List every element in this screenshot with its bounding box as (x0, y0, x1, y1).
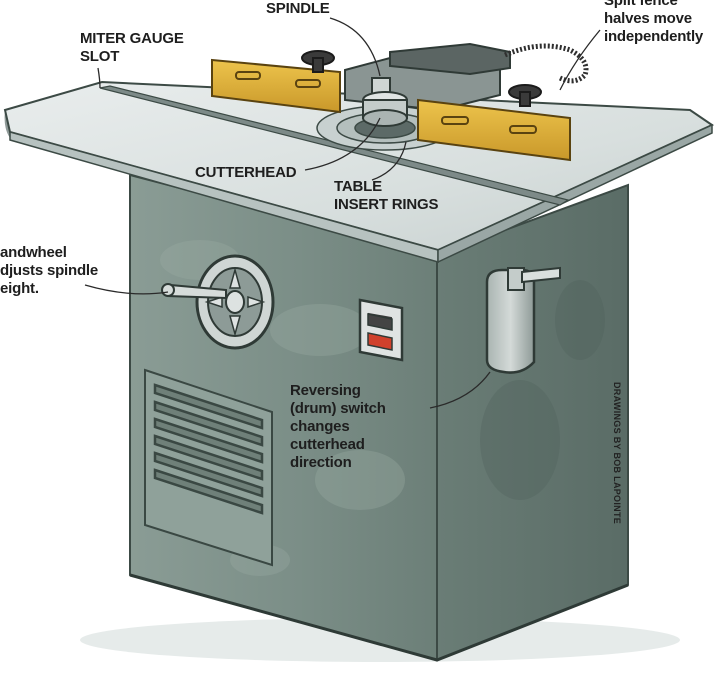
label-spindle-text: SPINDLE (266, 0, 330, 17)
reversing-switch (358, 298, 404, 362)
label-table-insert-rings-line1: TABLE (334, 178, 382, 195)
label-table-insert-rings-line2: INSERT RINGS (334, 196, 439, 213)
label-miter-gauge-slot-line2: SLOT (80, 48, 120, 65)
label-split-fence-line1: Split fence (604, 0, 678, 9)
cutterhead (362, 77, 408, 127)
label-split-fence-line2: halves move (604, 10, 692, 27)
label-handwheel-line1: andwheel (0, 244, 67, 261)
louver-door (144, 368, 273, 567)
label-reversing-switch: Reversing (drum) switch changes cutterhe… (290, 382, 386, 472)
illustration-credit: DRAWINGS BY BOB LAPOINTE (612, 382, 622, 525)
label-reversing-switch-line2: (drum) switch (290, 400, 386, 417)
label-reversing-switch-line1: Reversing (290, 382, 361, 399)
label-cutterhead-text: CUTTERHEAD (195, 164, 297, 181)
label-handwheel: andwheel djusts spindle eight. (0, 244, 98, 298)
motor-housing (485, 266, 561, 374)
label-miter-gauge-slot: MITER GAUGE SLOT (80, 30, 184, 66)
label-reversing-switch-line3: changes (290, 418, 350, 435)
label-handwheel-line2: djusts spindle (0, 262, 99, 279)
handwheel (161, 254, 275, 350)
label-miter-gauge-slot-line1: MITER GAUGE (80, 30, 184, 47)
label-cutterhead: CUTTERHEAD (195, 164, 297, 182)
label-reversing-switch-line5: direction (290, 454, 352, 471)
label-spindle: SPINDLE (266, 0, 330, 18)
label-reversing-switch-line4: cutterhead (290, 436, 365, 453)
label-table-insert-rings: TABLE INSERT RINGS (334, 178, 438, 214)
label-split-fence-line3: independently (604, 28, 704, 45)
label-split-fence: Split fence halves move independently (604, 0, 703, 46)
leader-lines (84, 17, 601, 409)
label-handwheel-line3: eight. (0, 280, 39, 297)
